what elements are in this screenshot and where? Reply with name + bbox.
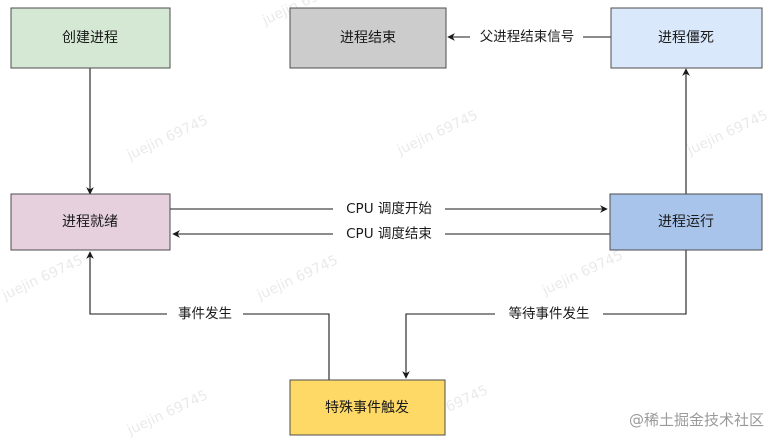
node-label: 进程就绪 — [62, 214, 118, 230]
edge-label-wait-event: 等待事件发生 — [509, 305, 590, 322]
node-label: 进程结束 — [340, 30, 396, 46]
edge-label-parent-signal: 父进程结束信号 — [480, 29, 575, 45]
node-label: 进程僵死 — [658, 30, 714, 46]
node-process-ready: 进程就绪 — [10, 193, 171, 251]
node-process-running: 进程运行 — [609, 193, 763, 251]
watermark: juejin 69745 — [124, 112, 211, 164]
node-process-end: 进程结束 — [289, 7, 447, 69]
watermark: juejin 69745 — [124, 387, 211, 439]
node-label: 创建进程 — [62, 30, 118, 46]
node-special-event-trigger: 特殊事件触发 — [289, 379, 446, 436]
watermark: juejin 69745 — [254, 252, 341, 304]
edge-label-cpu-start: CPU 调度开始 — [346, 201, 432, 217]
node-create-process: 创建进程 — [10, 7, 171, 69]
node-process-zombie: 进程僵死 — [610, 7, 763, 69]
watermark: juejin 69745 — [394, 107, 481, 159]
node-label: 特殊事件触发 — [325, 400, 409, 416]
watermark: juejin 69745 — [539, 247, 626, 299]
watermark: juejin 69745 — [0, 252, 86, 304]
watermark: juejin 69745 — [684, 107, 771, 159]
edge-label-event-happen: 事件发生 — [178, 306, 232, 322]
edge-labels-layer: 父进程结束信号 CPU 调度开始 CPU 调度结束 事件发生 等待事件发生 — [167, 27, 603, 324]
edge-label-cpu-end: CPU 调度结束 — [346, 226, 432, 242]
node-label: 进程运行 — [658, 214, 714, 230]
site-logo: @稀土掘金技术社区 — [629, 411, 764, 429]
